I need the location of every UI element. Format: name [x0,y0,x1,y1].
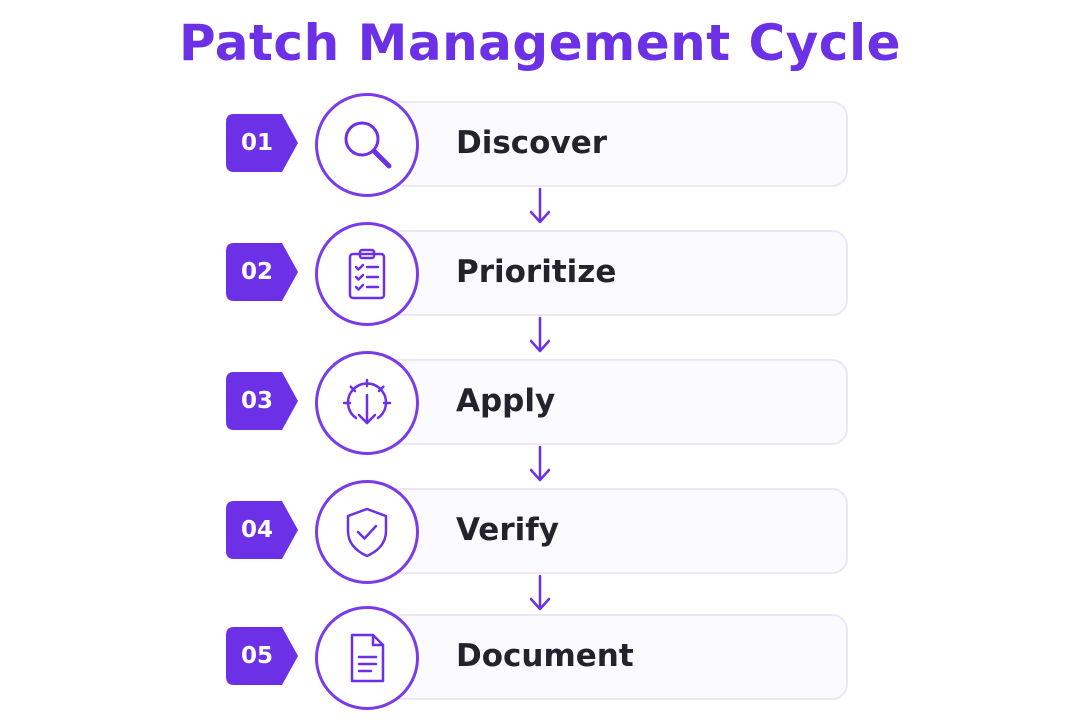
magnifying-glass-icon [344,121,392,169]
step-discover: 01 Discover [0,93,1080,197]
clipboard-checklist-icon [348,248,386,300]
step-number: 04 [240,517,273,543]
step-document: 05 Document [0,606,1080,710]
step-number-badge: 02 [226,243,298,301]
step-icon-circle [315,606,419,710]
step-number-badge: 05 [226,627,298,685]
diagram-title: Patch Management Cycle [178,14,901,72]
step-card [358,101,848,187]
step-apply: 03 Apply [0,351,1080,455]
step-number: 01 [240,130,273,156]
step-verify: 04 Verify [0,480,1080,584]
step-icon-circle [315,93,419,197]
step-prioritize: 02 Prioritize [0,222,1080,326]
step-number-badge: 03 [226,372,298,430]
step-icon-circle [315,351,419,455]
down-arrow-icon [529,316,551,353]
step-number: 05 [240,643,273,669]
step-label: Document [456,638,634,674]
down-arrow-icon [529,574,551,611]
step-label: Apply [456,383,556,419]
document-icon [350,633,385,683]
down-arrow-icon [529,187,551,224]
step-number: 02 [240,259,273,285]
step-card [358,614,848,700]
step-label: Verify [456,512,559,548]
step-number: 03 [240,388,273,414]
step-card [358,488,848,574]
step-label: Discover [456,125,608,161]
step-number-badge: 01 [226,114,298,172]
shield-check-icon [346,507,388,558]
step-icon-circle [315,480,419,584]
step-card [358,359,848,445]
gear-download-icon [342,378,392,425]
step-label: Prioritize [456,254,617,290]
step-icon-circle [315,222,419,326]
step-card [358,230,848,316]
step-number-badge: 04 [226,501,298,559]
down-arrow-icon [529,445,551,482]
